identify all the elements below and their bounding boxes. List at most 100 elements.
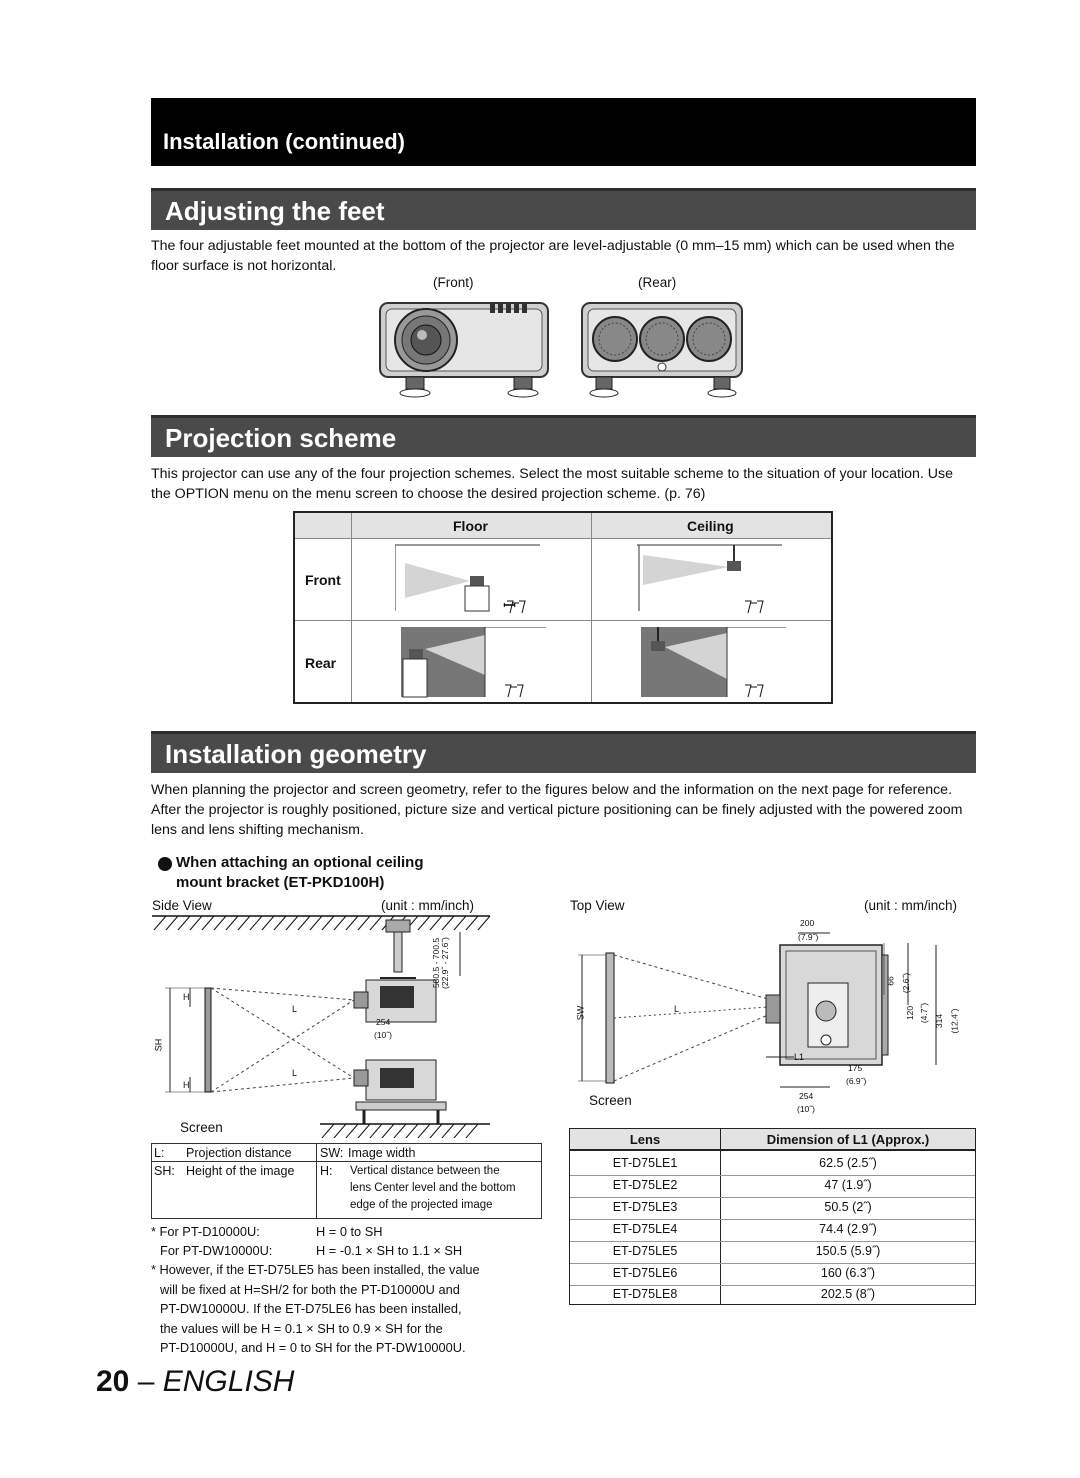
section-title: Projection scheme — [165, 423, 397, 453]
legend-sw-value: Image width — [348, 1146, 416, 1160]
table-row: ET-D75LE2 47 (1.9˝) — [570, 1175, 975, 1197]
scheme-rear-ceiling-diagram — [641, 627, 786, 698]
lens-dimension: 202.5 (8˝) — [820, 1287, 876, 1301]
projection-scheme-table: Floor Ceiling Front Rear ꟷ — [293, 511, 833, 704]
scheme-front-ceiling-diagram — [637, 544, 782, 614]
table-divider — [295, 620, 831, 621]
table-row: ET-D75LE4 74.4 (2.9˝) — [570, 1219, 975, 1241]
side-dim-254-inch: (10˝) — [374, 1030, 392, 1040]
row-divider — [570, 1197, 975, 1198]
section-heading-feet: Adjusting the feet — [151, 188, 976, 230]
note-pt-dw10000u-value: H = -0.1 × SH to 1.1 × SH — [316, 1243, 463, 1258]
footer-dash: – — [137, 1365, 155, 1398]
top-dim-314: 314 — [934, 1013, 945, 1029]
lens-table-header: Lens Dimension of L1 (Approx.) — [570, 1129, 975, 1151]
row-divider — [570, 1263, 975, 1264]
side-dim-l-top: L — [292, 1004, 298, 1014]
page-header-title: Installation (continued) — [163, 129, 405, 154]
legend-divider — [316, 1144, 317, 1218]
row-divider — [570, 1175, 975, 1176]
section-title: Installation geometry — [165, 739, 427, 769]
table-header-row — [295, 513, 831, 539]
top-dim-66: 66 — [885, 976, 896, 986]
row-divider — [570, 1219, 975, 1220]
projector-front-rear-illustration — [379, 302, 743, 398]
table-row: ET-D75LE8 202.5 (8˝) — [570, 1284, 975, 1306]
side-dim-h-top: H — [183, 992, 190, 1002]
table-divider — [351, 513, 352, 702]
legend-sh-value: Height of the image — [186, 1164, 295, 1178]
side-dim-range-inch: (22.9˝ - 27.6˝) — [439, 937, 450, 989]
top-dim-175: 175 — [848, 1063, 863, 1073]
page-footer: 20 – ENGLISH — [96, 1365, 294, 1399]
bullet-icon — [158, 857, 172, 871]
lens-name: ET-D75LE1 — [612, 1156, 678, 1170]
lens-col-header: Lens — [629, 1132, 661, 1147]
lens-name: ET-D75LE2 — [612, 1178, 678, 1192]
top-dim-l1: L1 — [794, 1052, 805, 1062]
lens-name: ET-D75LE8 — [612, 1287, 678, 1301]
top-view-unit: (unit : mm/inch) — [864, 898, 958, 913]
legend-l-key: L: — [154, 1146, 165, 1160]
col-floor: Floor — [453, 518, 488, 534]
top-dim-200-inch: (7.9˝) — [798, 932, 819, 942]
top-dim-200: 200 — [800, 918, 815, 928]
note-line: the values will be H = 0.1 × SH to 0.9 ×… — [160, 1321, 443, 1336]
lens-dimension: 74.4 (2.9˝) — [819, 1222, 877, 1236]
legend-sw-key: SW: — [320, 1146, 344, 1160]
lens-dimension: 150.5 (5.9˝) — [815, 1244, 881, 1258]
page-number: 20 — [96, 1365, 130, 1398]
row-divider — [570, 1241, 975, 1242]
lens-dimension: 62.5 (2.5˝) — [819, 1156, 877, 1170]
row-divider — [570, 1285, 975, 1286]
lens-name: ET-D75LE6 — [612, 1266, 678, 1280]
table-row: ET-D75LE3 50.5 (2˝) — [570, 1197, 975, 1219]
legend-h-value: Vertical distance between the — [350, 1165, 500, 1177]
note-line: PT-DW10000U. If the ET-D75LE6 has been i… — [160, 1301, 462, 1316]
side-view-title: Side View — [152, 898, 212, 913]
table-row: ET-D75LE6 160 (6.3˝) — [570, 1263, 975, 1285]
legend-table: L: Projection distance SW: Image width S… — [151, 1143, 542, 1219]
note-pt-d10000u-model: * For PT-D10000U: — [151, 1224, 260, 1239]
projector-front-figure — [379, 302, 549, 398]
dimension-col-header: Dimension of L1 (Approx.) — [766, 1132, 930, 1147]
top-dim-254: 254 — [799, 1091, 814, 1101]
table-divider — [591, 513, 592, 702]
bullet-line: When attaching an optional ceiling — [176, 854, 424, 871]
lens-name: ET-D75LE4 — [612, 1222, 678, 1236]
side-dim-254: 254 — [376, 1017, 391, 1027]
legend-h-key: H: — [320, 1164, 333, 1178]
lens-table-divider — [720, 1129, 721, 1304]
legend-divider — [152, 1161, 541, 1162]
note-pt-d10000u-value: H = 0 to SH — [316, 1224, 383, 1239]
projection-paragraph: This projector can use any of the four p… — [151, 466, 954, 502]
top-dim-175-inch: (6.9˝) — [846, 1076, 867, 1086]
lens-dimension: 50.5 (2˝) — [824, 1200, 872, 1214]
lens-dimension: 160 (6.3˝) — [820, 1266, 876, 1280]
scheme-rear-floor-diagram — [401, 627, 546, 698]
top-dim-254-inch: (10˝) — [797, 1104, 815, 1114]
page-header: Installation (continued) — [151, 98, 976, 166]
projector-rear-figure — [581, 302, 743, 398]
table-row: ET-D75LE1 62.5 (2.5˝) — [570, 1153, 975, 1175]
lens-name: ET-D75LE3 — [612, 1200, 678, 1214]
lens-dimension: 47 (1.9˝) — [824, 1178, 872, 1192]
section-heading-geometry: Installation geometry — [151, 731, 976, 773]
bullet-line: mount bracket (ET-PKD100H) — [176, 874, 385, 891]
lens-table: Lens Dimension of L1 (Approx.) ET-D75LE1… — [569, 1128, 976, 1305]
feet-paragraph: The four adjustable feet mounted at the … — [151, 238, 955, 274]
rear-label: (Rear) — [638, 275, 677, 290]
note-pt-dw10000u-model: For PT-DW10000U: — [160, 1243, 273, 1258]
top-dim-sw: SW — [575, 1005, 586, 1021]
note-line: will be fixed at H=SH/2 for both the PT-… — [160, 1282, 460, 1297]
top-dim-l: L — [674, 1004, 680, 1014]
legend-sh-key: SH: — [154, 1164, 175, 1178]
note-line: PT-D10000U, and H = 0 to SH for the PT-D… — [160, 1340, 466, 1355]
top-view-title: Top View — [570, 898, 625, 913]
row-front: Front — [305, 572, 341, 588]
top-dim-120: 120 — [905, 1005, 916, 1021]
side-dim-l-bottom: L — [292, 1068, 298, 1078]
section-title: Adjusting the feet — [165, 196, 385, 226]
legend-l-value: Projection distance — [186, 1146, 292, 1160]
top-screen-label: Screen — [589, 1093, 632, 1108]
